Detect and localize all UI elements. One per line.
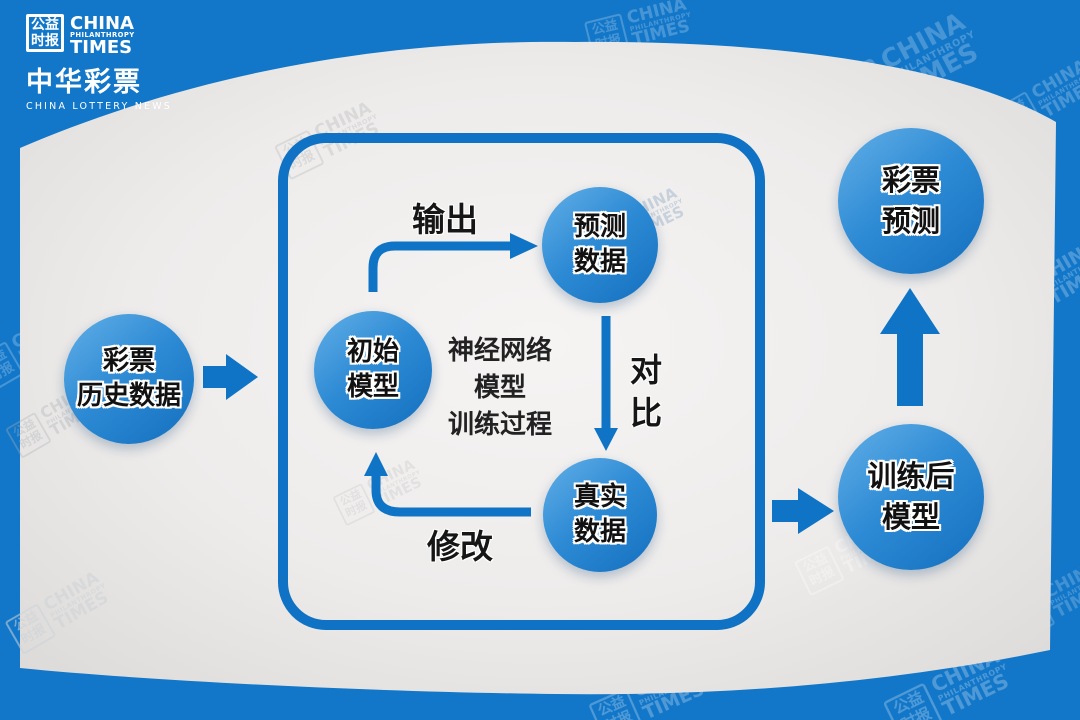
cpt-en-line2: PHILANTHROPY: [70, 31, 135, 40]
node-real-data: 真实 数据: [543, 458, 657, 572]
node-initial-model: 初始 模型: [314, 311, 432, 429]
node-label-line: 训练后: [867, 459, 955, 494]
china-philanthropy-times-logo: 公益 时报 CHINA PHILANTHROPY TIMES: [26, 14, 135, 56]
edge-label-modify: 修改: [427, 527, 493, 566]
arrow-output-path: [368, 241, 512, 292]
arrow-output-head: [510, 233, 538, 259]
node-label-line: 模型: [346, 372, 399, 402]
node-label-line: 彩票: [102, 345, 155, 376]
node-label-line: 预测: [881, 204, 940, 238]
process-title: 神经网络 模型 训练过程: [415, 333, 585, 444]
node-trained-model: 训练后 模型: [838, 424, 984, 570]
cpt-en-line1: CHINA: [70, 13, 134, 34]
arrow-up: [880, 288, 940, 406]
node-predicted-data: 预测 数据: [542, 187, 658, 303]
arrow-compare-head: [594, 428, 618, 451]
node-label-line: 真实: [573, 481, 626, 512]
node-label-line: 数据: [573, 517, 626, 547]
edge-label-compare: 对比: [629, 351, 662, 432]
node-label-line: 初始: [346, 336, 399, 367]
cpt-seal-top: 公益: [31, 16, 59, 33]
arrow-input: [203, 354, 258, 400]
lottery-logo-cn: 中华彩票: [26, 67, 142, 98]
lottery-logo-en: CHINA LOTTERY NEWS: [26, 101, 173, 112]
node-label-line: 模型: [881, 500, 940, 534]
china-lottery-news-logo: 中华彩票 CHINA LOTTERY NEWS: [26, 60, 172, 112]
cpt-seal-icon: 公益 时报: [26, 14, 64, 52]
process-title-line1: 神经网络: [447, 336, 552, 366]
node-label-line: 数据: [573, 247, 626, 277]
arrow-modify-head: [364, 452, 388, 476]
cpt-en-line3: TIMES: [70, 36, 133, 58]
cpt-seal-bottom: 时报: [31, 33, 59, 49]
node-lottery-history-data: 彩票 历史数据: [64, 314, 194, 444]
edge-label-output: 输出: [412, 200, 478, 239]
node-lottery-prediction: 彩票 预测: [838, 128, 984, 274]
node-label-line: 预测: [573, 211, 626, 242]
process-title-line2: 模型: [473, 372, 526, 403]
cpt-en-text: CHINA PHILANTHROPY TIMES: [70, 13, 135, 58]
node-label-line: 彩票: [881, 163, 940, 198]
training-loop-box: [278, 133, 765, 630]
arrow-modify-path: [371, 474, 531, 517]
arrow-to-trained: [772, 488, 834, 534]
node-label-line: 历史数据: [76, 381, 181, 411]
process-title-line3: 训练过程: [447, 409, 552, 440]
